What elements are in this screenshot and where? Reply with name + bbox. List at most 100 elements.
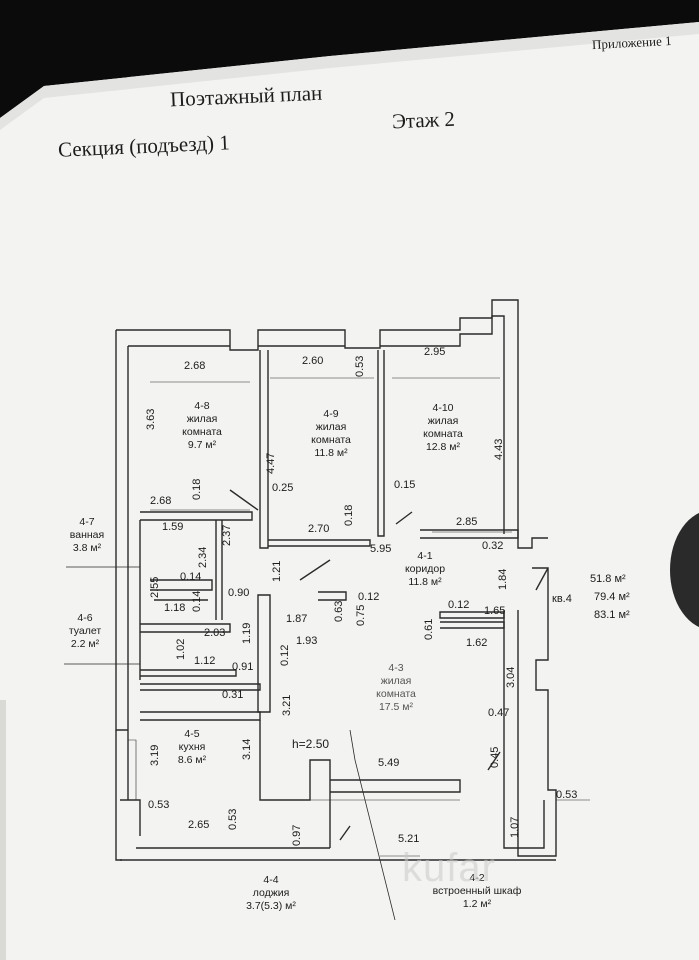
room-id: 4-3 [388,662,404,674]
room-area: 1.2 м² [462,898,492,911]
floor-label: Этаж 2 [391,106,456,134]
dim-label: 0.14 [180,571,202,583]
room-area: 2.2 м² [70,638,100,651]
room-4-10-label: 4-10 жилая комната 12.8 м² [410,402,476,455]
room-4-5-label: 4-5 кухня 8.6 м² [168,728,216,767]
dim-label: 1.07 [509,816,521,838]
dim-label: 1.21 [271,560,283,582]
dim-label: 0.47 [488,707,510,719]
dim-label: 0.18 [343,504,355,526]
room-4-7-label: 4-7 ванная 3.8 м² [58,516,116,555]
dim-label: 2.68 [184,360,206,372]
dim-label: 0.61 [423,618,435,640]
room-area: 11.8 м² [314,447,348,460]
finger-shadow [670,512,699,628]
room-name: встроенный шкаф [432,885,522,898]
dim-label: 2.55 [149,576,161,598]
dim-label: 1.19 [241,622,253,644]
dim-label: 0.90 [228,587,250,599]
paper-sheet [0,22,699,960]
room-name: лоджия [252,887,290,900]
dim-label: 0.63 [333,600,345,622]
dim-label: 3.21 [281,694,293,716]
dim-label: 0.53 [227,808,239,830]
room-area: 3.8 м² [72,542,102,555]
room-id: 4-6 [77,612,93,624]
dim-label: 1.87 [286,613,308,625]
dim-label: 2.95 [424,346,446,358]
room-name: ванная [69,529,105,542]
room-area: 11.8 м² [408,576,442,589]
dim-label: 0.32 [482,540,504,552]
room-name: жилая [186,413,218,426]
dim-label: 3.14 [241,738,253,760]
dim-label: 2.60 [302,355,324,367]
room-4-8-label: 4-8 жилая комната 9.7 м² [172,400,232,453]
dim-label: 1.12 [194,655,216,667]
room-id: 4-2 [469,872,485,884]
dim-label: 0.97 [291,824,303,846]
dim-label: 0.53 [148,799,170,811]
dim-label: 1.84 [497,568,509,590]
room-area: 17.5 м² [378,701,414,714]
room-4-3-label: 4-3 жилая комната 17.5 м² [360,662,432,715]
room-id: 4-9 [323,408,339,420]
dim-label: 4.47 [265,452,277,474]
dim-label: 1.62 [466,637,488,649]
dim-label: 0.53 [556,789,578,801]
room-id: 4-8 [194,400,210,412]
apartment-area-total: 79.4 м² [594,591,630,603]
room-area: 12.8 м² [425,441,461,454]
room-name: туалет [68,625,102,638]
dim-label: 1.93 [296,635,318,647]
dim-label: 0.45 [489,746,501,768]
room-name: комната [182,426,222,439]
dim-label: 0.31 [222,689,244,701]
apartment-area-with-loggia: 83.1 м² [594,609,630,621]
dim-label: 0.53 [354,355,366,377]
dim-label: 0.12 [279,644,291,666]
room-4-1-label: 4-1 коридор 11.8 м² [386,550,464,589]
dim-label: 2.68 [150,495,172,507]
room-area: 9.7 м² [187,439,217,452]
room-name: жилая [427,415,459,428]
room-4-9-label: 4-9 жилая комната 11.8 м² [298,408,364,461]
room-area: 3.7(5.3) м² [246,900,296,913]
dim-label: 1.65 [484,605,506,617]
dim-label: 2.37 [221,524,233,546]
dim-label: 2.65 [188,819,210,831]
dim-label: 5.95 [370,543,392,555]
dim-label: 2.34 [197,546,209,568]
room-name: комната [311,434,351,447]
room-id: 4-10 [432,402,454,414]
room-id: 4-5 [184,728,200,740]
room-name: кухня [178,741,206,754]
appendix-label: Приложение 1 [591,32,672,53]
dim-label: 2.03 [204,627,226,639]
dim-label: 0.91 [232,661,254,673]
dim-label: 0.12 [358,591,380,603]
dim-label: 0.12 [448,599,470,611]
paper-edge-shadow [0,22,699,130]
apartment-area-living: 51.8 м² [590,573,626,585]
dim-label: 5.21 [398,833,420,845]
room-name: жилая [380,675,412,688]
kufar-watermark: kufar [402,846,496,890]
room-id: 4-1 [417,550,433,562]
dim-label: 3.63 [145,408,157,430]
room-id: 4-7 [79,516,95,528]
room-area: 8.6 м² [177,754,207,767]
room-4-6-label: 4-6 туалет 2.2 м² [56,612,114,651]
ceiling-height: h=2.50 [292,737,330,751]
dim-label: 0.15 [394,479,416,491]
walls [64,299,590,921]
dim-label: 2.85 [456,516,478,528]
room-name: комната [376,688,416,701]
dim-label: 1.59 [162,521,184,533]
room-4-4-label: 4-4 лоджия 3.7(5.3) м² [228,874,314,913]
apartment-label: кв.4 [552,593,572,605]
room-name: комната [423,428,463,441]
dim-label: 1.18 [164,602,186,614]
